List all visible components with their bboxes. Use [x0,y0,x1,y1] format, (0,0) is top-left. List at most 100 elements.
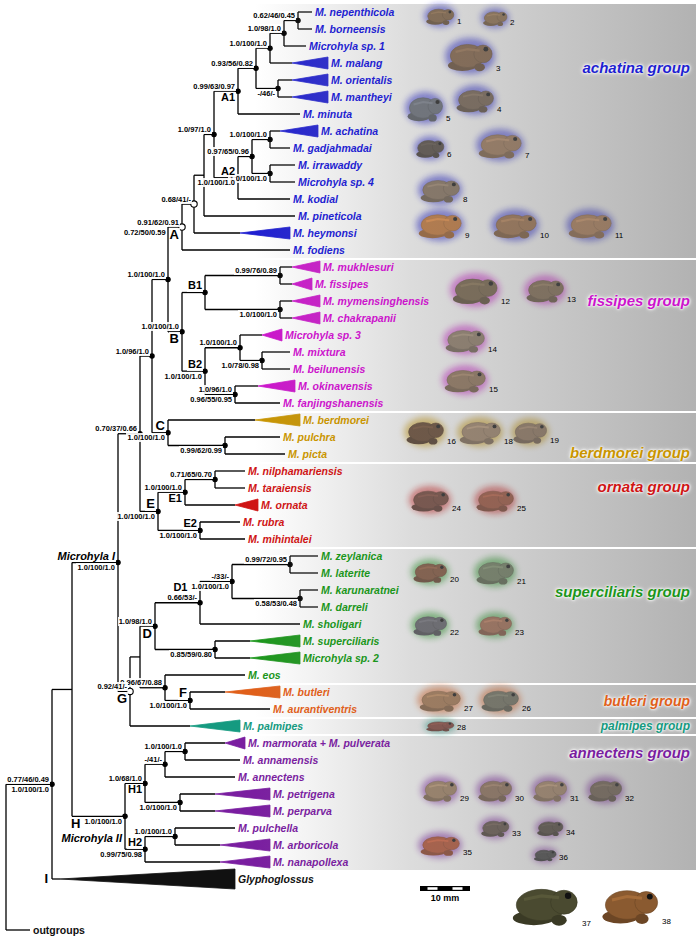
support-value: 0.99/63/0.97 [192,82,236,91]
taxon-label: Microhyla sp. 2 [303,652,379,664]
clade-letter: D [142,627,153,641]
support-value: 1.0/68/1.0 [108,774,143,783]
tree-branch [130,725,190,726]
taxon-label: M. pineticola [298,210,362,222]
taxon-label: M. laterite [321,567,370,579]
clade-letter: I [43,872,49,886]
taxon-label: M. mymensinghensis [323,295,429,307]
clade-letter: H2 [127,837,143,849]
clade-letter: D1 [172,582,188,594]
taxon-label: M. fissipes [315,278,369,290]
node-dot [250,154,254,158]
clade-letter: B1 [187,280,203,292]
support-value: 0.93/56/0.82 [210,59,254,68]
support-value: 1.0/100/1.0 [140,322,180,331]
node-dot [166,431,170,435]
photo-number: 1 [457,17,461,26]
taxon-label: M. aurantiventris [273,703,357,715]
tree-branch [180,793,215,794]
tree-branch [185,479,215,480]
taxon-label: M. arboricola [273,839,338,851]
support-value: 1.0/96/1.0 [115,347,150,356]
tree-branch [215,657,250,658]
taxon-label: M. taraiensis [248,482,312,494]
taxon-label: M. darreli [321,601,368,613]
tree-branch [185,759,240,760]
taxon-label: M. picta [288,448,327,460]
support-value: 1.0/98/1.0 [247,24,282,33]
taxon-label: M. perparva [273,805,332,817]
node-dot [213,647,217,651]
taxon-label: M. berdmorei [303,414,369,426]
taxon-label: M. palmipes [243,720,303,732]
support-value: 1.0/100/1.0 [126,270,166,279]
tree-branch [5,784,6,930]
frog-arm [635,914,648,924]
taxon-label: M. annamensis [243,754,318,766]
tree-branch [180,810,215,811]
frog-eye [565,893,571,899]
clade-letter: H [70,817,81,831]
taxon-label: M. rubra [243,516,284,528]
photo-number: 12 [501,297,510,306]
collapsed-clade-triangle [225,737,245,749]
support-value: 0.77/46/0.49 [6,775,50,784]
node-dot [212,132,216,136]
taxon-label: M. ornata [261,499,308,511]
tree-branch [165,751,185,752]
clade-letter: F [178,686,188,700]
photo-number: 18 [504,437,513,446]
support-value: 1.0/100/1.0 [10,785,50,794]
photo-number: 7 [525,151,529,160]
frog-eye [647,894,653,900]
support-value: 0.66/53/- [166,593,198,602]
node-dot [166,277,170,281]
group-name: superciliaris group [555,583,690,601]
scale-bar-segment [453,887,463,890]
support-value: 0.96/55/0.95 [189,395,233,404]
support-value: 0.92/41/- [96,682,128,691]
support-value: 1.0/100/1.0 [238,310,278,319]
clade-letter: A [169,228,180,242]
taxon-label: M. mantheyi [331,91,392,103]
node-dot [236,89,240,93]
tree-branch [165,674,245,675]
collapsed-clade-triangle [60,869,235,889]
photo-number: 25 [517,504,526,513]
support-value: 1.0/97/1.0 [177,125,212,134]
photo-number: 4 [497,105,501,114]
taxon-label: M. irrawaddy [298,159,362,171]
photo-number: 11 [615,231,623,240]
node-dot [183,490,187,494]
support-value: 0.71/65/0.70 [169,470,213,479]
photo-number: 24 [452,504,461,513]
frog-stripe [524,896,559,900]
taxon-label: Microhyla sp. 1 [309,40,385,52]
taxon-label: M. achatina [321,125,378,137]
node-dot [156,509,160,513]
taxon-label: M. kodial [293,193,338,205]
tree-branch [200,538,245,539]
photo-number: 31 [570,794,579,803]
tree-branch [155,602,200,603]
support-value: 1.0/100/1.0 [83,817,123,826]
photo-number: 10 [540,231,549,240]
tree-branch [145,764,165,765]
photo-number: 36 [559,853,568,862]
group-name: berdmorei group [570,444,690,462]
tree-branch [175,844,220,845]
photo-number: 38 [662,917,671,926]
photo-number: 2 [510,18,514,27]
photo-number: 37 [582,919,591,928]
frog-stripe [612,897,642,900]
taxon-label: M. beilunensis [293,363,365,375]
support-value: 0.68/41/- [160,195,192,204]
node-dot [183,749,187,753]
photo-number: 5 [446,114,450,123]
node-dot [123,814,127,818]
taxon-label: M. fodiens [293,244,345,256]
photo-number: 21 [517,577,526,586]
support-value: 1.0/100/1.0 [228,39,268,48]
taxon-label: M. pulchella [238,822,298,834]
support-value: 1.0/100/1.0 [198,338,238,347]
